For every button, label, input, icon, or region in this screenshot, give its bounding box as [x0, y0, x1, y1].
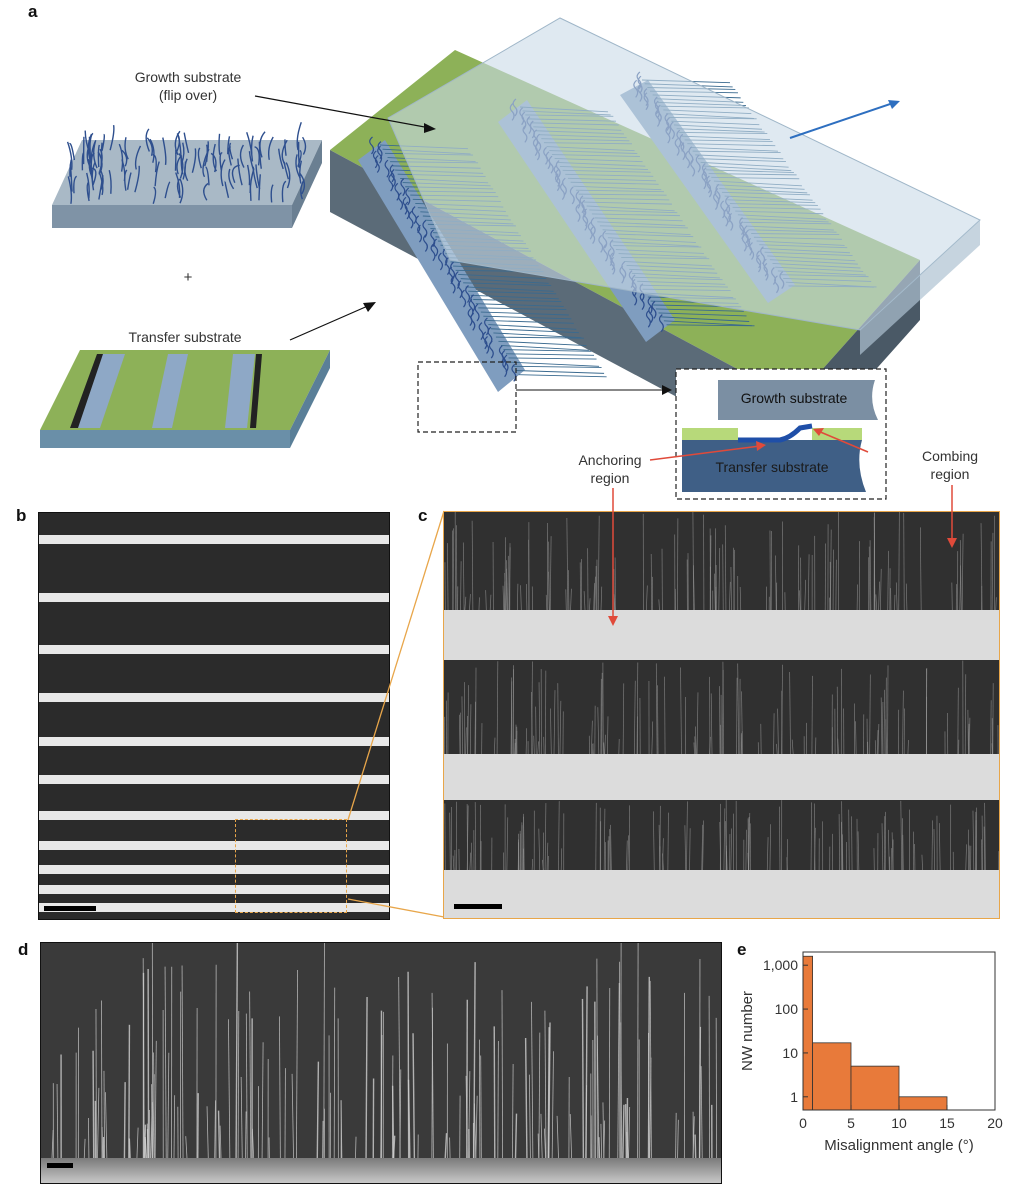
panel-e-letter: e: [737, 940, 747, 959]
panel-d-anchor-band: [41, 1158, 721, 1183]
inset-transfer-label: Transfer substrate: [715, 459, 829, 475]
x-axis-label: Misalignment angle (°): [824, 1137, 973, 1154]
growth-substrate-label: Growth substrate (flip over): [118, 68, 258, 104]
x-tick-label: 5: [847, 1115, 855, 1131]
growth-substrate-label-line2: (flip over): [158, 87, 218, 104]
panel-d-scalebar: [47, 1163, 73, 1168]
transfer-substrate-label: Transfer substrate: [128, 329, 242, 345]
panel-d-letter: d: [18, 940, 29, 959]
x-tick-label: 10: [891, 1115, 907, 1131]
region-arrows: [608, 485, 957, 626]
combing-line2: region: [930, 466, 970, 483]
panel-b-stripe: [39, 737, 389, 746]
panel-d-sem-image: [40, 942, 722, 1184]
histogram-bar: [812, 1042, 852, 1111]
anchoring-region-label: Anchoring region: [570, 451, 650, 487]
panel-a-schematic: [40, 17, 981, 500]
panel-b-letter: b: [16, 506, 27, 525]
panel-b-scalebar: [44, 906, 96, 911]
y-tick-label: 1,000: [763, 957, 798, 973]
panel-b-sem-image: [38, 512, 390, 920]
panel-c-sem-image: [443, 511, 1000, 919]
panel-a-letter: a: [28, 2, 38, 21]
panel-d-nanowires: [51, 943, 718, 1160]
histogram-bar: [850, 1065, 900, 1111]
panel-b-stripe: [39, 811, 389, 820]
combing-region-label: Combing region: [910, 447, 990, 483]
panel-b-stripe: [39, 593, 389, 602]
panel-b-stripe: [39, 903, 389, 912]
panel-c-stripe: [444, 754, 999, 800]
growth-substrate-block: [52, 140, 322, 228]
panel-b-stripe: [39, 885, 389, 894]
panel-c-letter: c: [418, 506, 428, 525]
plus-sign: +: [183, 269, 193, 286]
x-tick-label: 20: [987, 1115, 1003, 1131]
y-axis-label: NW number: [740, 991, 756, 1071]
y-tick-label: 100: [775, 1001, 799, 1017]
inset-growth-label: Growth substrate: [740, 390, 848, 406]
panel-b-stripe: [39, 865, 389, 874]
transfer-substrate-block: [40, 350, 330, 448]
panel-b-stripe: [39, 775, 389, 784]
y-tick-label: 1: [790, 1089, 798, 1105]
anchoring-line1: Anchoring: [578, 452, 642, 468]
panel-b-stripe: [39, 693, 389, 702]
anchoring-line2: region: [590, 470, 630, 487]
zoom-connector-lines: [347, 510, 445, 918]
panel-b-stripe: [39, 841, 389, 850]
combing-line1: Combing: [921, 448, 979, 464]
panel-c-nanowires: [444, 512, 999, 871]
panel-c-stripe: [444, 610, 999, 660]
panel-c-stripe: [444, 870, 999, 918]
y-tick-label: 10: [782, 1045, 798, 1061]
panel-c-scalebar: [454, 904, 502, 909]
inset-cross-section: [649, 368, 887, 500]
panel-b-zoom-box: [235, 819, 347, 913]
histogram-bar: [802, 955, 813, 1111]
growth-substrate-nanowires: [66, 122, 307, 204]
x-tick-label: 15: [939, 1115, 955, 1131]
x-tick-label: 0: [799, 1115, 807, 1131]
panel-b-stripe: [39, 645, 389, 654]
histogram-bar: [898, 1096, 948, 1111]
growth-substrate-label-line1: Growth substrate: [134, 69, 242, 85]
panel-b-stripe: [39, 535, 389, 544]
